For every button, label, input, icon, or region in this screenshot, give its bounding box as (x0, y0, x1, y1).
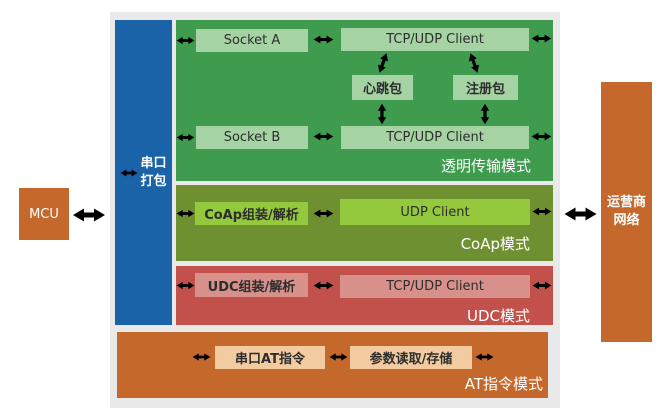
socket-a-box: Socket A (196, 29, 308, 52)
vertical-double-arrow-icon (479, 103, 491, 125)
carrier-network-label: 运营商 网络 (606, 194, 646, 228)
udc-mode-label: UDC模式 (466, 307, 530, 325)
udp-client-box: UDP Client (340, 199, 530, 225)
serial-at-command-box: 串口AT指令 (215, 346, 325, 369)
double-arrow-icon (176, 132, 195, 143)
container-carrier-double-arrow-icon (563, 206, 598, 222)
serial-bar-label: 串口 打包 (140, 155, 167, 189)
double-arrow-icon (313, 131, 334, 142)
heartbeat-packet-box: 心跳包 (352, 75, 413, 100)
transparent-mode-label: 透明传输模式 (440, 157, 531, 175)
at-mode-label: AT指令模式 (464, 375, 543, 393)
udc-tcp-udp-client-box: TCP/UDP Client (340, 275, 530, 298)
param-read-store-box: 参数读取/存储 (350, 346, 472, 369)
mcu-container-double-arrow-icon (71, 207, 107, 223)
double-arrow-icon (531, 131, 552, 142)
coap-mode-label: CoAp模式 (460, 235, 530, 253)
at-mode-section (117, 332, 548, 398)
serial-packing-bar: 串口 打包 (115, 20, 172, 325)
double-arrow-icon (176, 35, 195, 46)
double-arrow-icon (313, 208, 334, 219)
double-arrow-icon (313, 34, 334, 45)
serial-bar-double-arrow-icon (120, 168, 138, 178)
double-arrow-icon (475, 352, 494, 362)
coap-assemble-parse-box: CoAp组装/解析 (195, 202, 308, 225)
tcp-udp-client-top-box: TCP/UDP Client (341, 28, 529, 51)
double-arrow-icon (176, 280, 195, 291)
tcp-udp-client-bottom-box: TCP/UDP Client (341, 126, 529, 149)
double-arrow-icon (329, 352, 348, 362)
double-arrow-icon (532, 206, 552, 217)
carrier-network-box: 运营商 网络 (601, 82, 652, 342)
double-arrow-icon (531, 33, 552, 44)
socket-b-box: Socket B (196, 126, 308, 149)
mcu-box: MCU (19, 188, 69, 240)
double-arrow-icon (532, 280, 552, 291)
double-arrow-icon (192, 352, 211, 362)
udc-assemble-parse-box: UDC组装/解析 (195, 273, 308, 297)
register-packet-box: 注册包 (453, 75, 518, 100)
double-arrow-icon (313, 280, 334, 291)
mcu-label: MCU (29, 206, 59, 222)
double-arrow-icon (176, 208, 195, 219)
vertical-double-arrow-icon (376, 103, 388, 125)
